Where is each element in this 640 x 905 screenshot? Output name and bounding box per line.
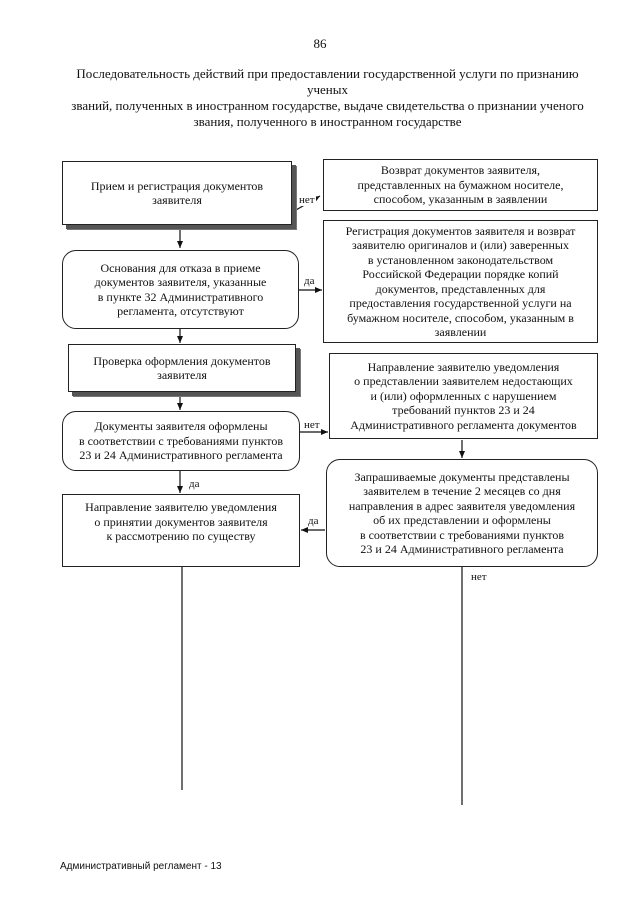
label-yes-requested: да [307, 515, 320, 527]
box-check-documents-text: Проверка оформления документов заявителя [93, 353, 271, 383]
box-receive-documents-text: Прием и регистрация документов заявителя [90, 178, 264, 208]
box-acceptance-notice-text: Направление заявителю уведомления о прин… [85, 500, 277, 543]
label-no-docs-ok: нет [303, 419, 321, 431]
box-requested-documents: Запрашиваемые документы представлены зая… [326, 459, 598, 567]
box-acceptance-notice: Направление заявителю уведомления о прин… [62, 494, 300, 567]
label-no-requested: нет [470, 571, 488, 583]
box-receive-documents: Прием и регистрация документов заявителя [62, 161, 292, 225]
page-title: Последовательность действий при предоста… [55, 66, 600, 130]
box-documents-compliant: Документы заявителя оформлены в соответс… [62, 411, 300, 471]
box-register-and-return-text: Регистрация документов заявителя и возвр… [345, 223, 576, 340]
box-documents-compliant-text: Документы заявителя оформлены в соответс… [78, 419, 284, 463]
box-return-documents-text: Возврат документов заявителя, представле… [357, 163, 564, 207]
footer-text: Административный регламент - 13 [60, 861, 222, 872]
box-refusal-grounds-text: Основания для отказа в приеме документов… [94, 260, 267, 319]
label-yes-refusal: да [303, 275, 316, 287]
box-requested-documents-text: Запрашиваемые документы представлены зая… [348, 469, 576, 557]
box-refusal-grounds: Основания для отказа в приеме документов… [62, 250, 299, 329]
title-text: Последовательность действий при предоста… [71, 66, 584, 129]
box-return-documents: Возврат документов заявителя, представле… [323, 159, 598, 211]
box-register-and-return: Регистрация документов заявителя и возвр… [323, 220, 598, 343]
box-check-documents: Проверка оформления документов заявителя [68, 344, 296, 392]
page-number: 86 [313, 36, 327, 51]
label-no-receive: нет [298, 194, 316, 206]
box-missing-documents-notice: Направление заявителю уведомления о пред… [329, 353, 598, 439]
box-missing-documents-notice-text: Направление заявителю уведомления о пред… [350, 359, 577, 432]
label-yes-docs-ok: да [188, 478, 201, 490]
